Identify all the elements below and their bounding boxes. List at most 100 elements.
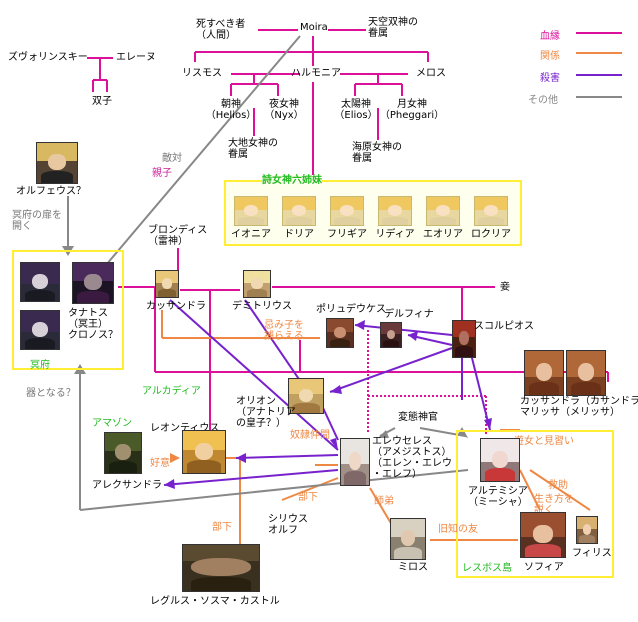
hades-box: [12, 250, 124, 370]
artemisia-portrait: [480, 438, 520, 482]
node-elefseles: エレウセレス （アメジストス） （エレン・エレウ ・エレフ）: [372, 436, 452, 480]
node-earth: 大地女神の 眷属: [228, 138, 278, 160]
node-artemisia: アルテミシア （ミーシャ）: [468, 486, 528, 508]
label-master-pupil: 師弟: [374, 496, 394, 507]
node-orpheus: オルフェウス？: [16, 186, 86, 197]
node-mortal: 死すべき者 （人間）: [196, 19, 246, 41]
label-prostitute-apprentice: 遊女と見習い: [514, 436, 574, 447]
muse-portrait-1: [234, 196, 268, 226]
orpheus-portrait: [36, 142, 78, 184]
cassandra-marisa-portrait-2: [566, 350, 606, 396]
murder-lines: [163, 299, 491, 486]
node-zvolinsky: ズヴォリンスキー: [8, 52, 88, 63]
muse-portrait-5: [426, 196, 460, 226]
label-enmity: 敵対: [162, 153, 182, 164]
lesbos-box: [456, 430, 614, 578]
label-amazon: アマゾン: [92, 418, 132, 429]
sophia-portrait: [520, 512, 566, 558]
phyllis-portrait: [576, 516, 598, 544]
muse-portrait-6: [474, 196, 508, 226]
demitrius-portrait: [243, 270, 271, 298]
blood-lines: [87, 29, 609, 430]
label-subordinate-1: 部下: [298, 492, 318, 503]
muses-title: 詩女神六姉妹: [262, 175, 322, 186]
cassandra-marisa-portrait-1: [524, 350, 564, 396]
node-cassandra: カッサンドラ: [146, 301, 206, 312]
muse-name: ロクリア: [471, 229, 511, 240]
node-lysimos: リスモス: [182, 68, 222, 79]
node-nyx: 夜女神 （Nyx）: [264, 99, 304, 121]
node-polydeuces: ポリュデウケス: [316, 304, 386, 315]
cassandra-portrait: [155, 270, 179, 298]
milos-portrait: [390, 518, 426, 560]
label-subordinate-2: 部下: [212, 522, 232, 533]
node-regulus: レグルス・ソスマ・カストル: [150, 596, 280, 607]
label-slave-mates: 奴隷仲間: [290, 430, 330, 441]
muse-name: エオリア: [423, 229, 463, 240]
node-delphina: デルフィナ: [384, 309, 434, 320]
dotted-blood-lines: [367, 330, 487, 434]
node-twins: 双子: [92, 96, 112, 107]
regulus-portrait: [182, 544, 260, 592]
node-milos: ミロス: [398, 562, 428, 573]
hades-portrait-1: [20, 262, 60, 302]
label-hades: 冥府: [30, 360, 50, 371]
legend-murder: 殺害: [540, 73, 560, 84]
label-taboo: 忌み子を 捕らえる: [264, 320, 304, 342]
node-phyllis: フィリス: [572, 548, 612, 559]
other-lines: [67, 35, 469, 511]
legend-relation: 関係: [540, 51, 560, 62]
label-arcadia: アルカディア: [142, 386, 201, 397]
legend-blood: 血縁: [540, 31, 560, 42]
polydeuces-portrait: [326, 318, 354, 348]
scorpios-portrait: [452, 320, 476, 358]
node-melos: メロス: [416, 68, 446, 79]
muse-name: フリギア: [327, 229, 367, 240]
label-hades-door: 冥府の扉を 開く: [12, 210, 62, 232]
muse-portrait-4: [378, 196, 412, 226]
node-helios: 朝神 （Helios）: [205, 99, 257, 121]
node-leontius: レオンティウス: [150, 423, 220, 434]
label-parent-child: 親子: [152, 168, 172, 179]
muse-name: イオニア: [231, 229, 271, 240]
label-live: 生き方を 説く: [534, 494, 574, 516]
muse-name: リディア: [375, 229, 415, 240]
node-elios: 太陽神 （Elios）: [334, 99, 378, 121]
node-moira: Moira: [300, 22, 328, 33]
node-elena: エレーヌ: [116, 52, 156, 63]
node-thanatos: タナトス （冥王） クロノス？: [68, 308, 118, 341]
label-concubine: 妾: [500, 282, 510, 293]
node-harmonia: ハルモニア: [291, 68, 341, 79]
node-sirius: シリウス オルフ: [268, 514, 308, 536]
label-affection: 好意: [150, 458, 170, 469]
label-lesbos: レスボス島: [462, 563, 512, 574]
leontius-portrait: [182, 430, 226, 474]
relation-lines: [161, 310, 591, 548]
node-sophia: ソフィア: [524, 562, 564, 573]
alexandra-portrait: [104, 432, 142, 474]
node-orion: オリオン （アナトリア の皇子？）: [236, 396, 296, 429]
node-pervert: 変態神官: [398, 412, 438, 423]
delphina-portrait: [380, 322, 402, 348]
muse-portrait-3: [330, 196, 364, 226]
legend-other: その他: [528, 95, 558, 106]
node-pheggari: 月女神 （Pheggari）: [379, 99, 445, 121]
node-cassandra-marisa: カッサンドラ（カサンドラ） マリッサ（メリッサ）: [520, 396, 638, 418]
muse-name: ドリア: [284, 229, 314, 240]
node-twin-gods: 天空双神の 眷属: [368, 17, 418, 39]
hades-portrait-2: [20, 310, 60, 350]
node-demitrius: デミトリウス: [232, 301, 292, 312]
affection-arrowhead: [170, 453, 180, 463]
node-alexandra: アレクサンドラ: [92, 480, 162, 491]
label-vessel: 器となる？: [26, 388, 76, 399]
elefseles-portrait: [340, 438, 370, 486]
node-scorpios: スコルピオス: [474, 321, 534, 332]
label-rescue: 救助: [548, 480, 568, 491]
node-sea: 海原女神の 眷属: [352, 142, 402, 164]
thanatos-portrait: [72, 262, 114, 304]
label-old-friend: 旧知の友: [438, 524, 478, 535]
node-brontes: ブロンディス （雷神）: [148, 225, 208, 247]
legend-lines: [576, 32, 622, 98]
muse-portrait-2: [282, 196, 316, 226]
